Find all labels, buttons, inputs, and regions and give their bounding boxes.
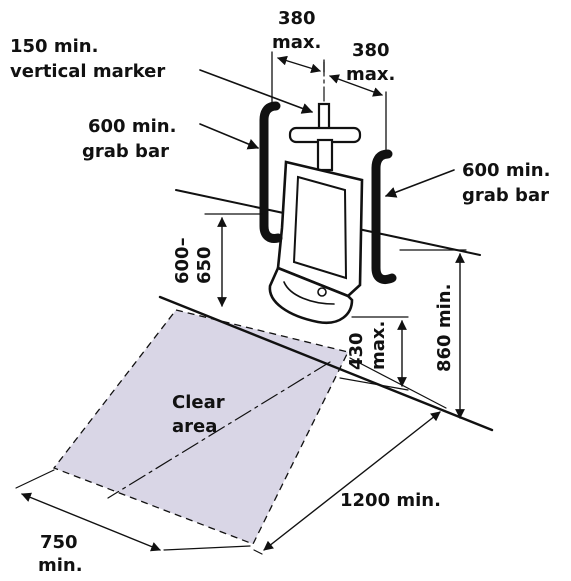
grab-bar-right: [371, 149, 397, 285]
dim-380-right-value: 380: [352, 40, 390, 61]
clear-area-centerline: [107, 361, 331, 499]
width-label-1: 750: [40, 532, 78, 553]
rim-height-value: 430: [346, 332, 367, 370]
grab-bar-left-leader: [199, 123, 260, 150]
clear-area-label-1: Clear: [172, 392, 225, 413]
rim-height-unit: max.: [368, 321, 389, 370]
dim-380-top-arrow: [277, 55, 321, 74]
grab-bar-right-leader: [384, 169, 455, 198]
dim-380-top-value: 380: [278, 8, 316, 29]
depth-label: 1200 min.: [340, 490, 441, 511]
dim-width-ext-left: [15, 469, 55, 489]
wall-floor-line: [158, 295, 494, 432]
dim-depth-arrow: [263, 411, 441, 551]
dim-depth-ext-top: [349, 357, 447, 409]
dim-380-right-arrow: [329, 74, 383, 97]
grab-bar-left-label-2: grab bar: [82, 141, 169, 162]
urinal-fixture: [268, 160, 364, 325]
vertical-marker-label-1: 150 min.: [10, 36, 98, 57]
dim-width-ext-right: [163, 545, 251, 551]
dim-depth-ext-bottom: [253, 549, 263, 555]
grab-bar-left: [259, 101, 283, 243]
grab-bar-right-label-2: grab bar: [462, 185, 549, 206]
flush-pipe-stem: [316, 138, 334, 172]
width-label-2: min.: [38, 555, 83, 576]
dim-rim-height-ext-bottom: [339, 377, 409, 391]
dim-380-right-unit: max.: [346, 64, 395, 85]
dim-380-top-unit: max.: [272, 32, 321, 53]
bar-top-height-label: 860 min.: [434, 284, 455, 372]
clear-area-label-2: area: [172, 416, 217, 437]
dim-width-arrow: [21, 492, 161, 552]
grab-bar-height-label-2: 650: [194, 246, 215, 284]
grab-bar-right-label-1: 600 min.: [462, 160, 550, 181]
grab-bar-left-label-1: 600 min.: [88, 116, 176, 137]
grab-bar-height-label-1: 600–: [172, 237, 193, 284]
vertical-marker-label-2: vertical marker: [10, 61, 165, 82]
vertical-marker-leader: [199, 69, 314, 114]
